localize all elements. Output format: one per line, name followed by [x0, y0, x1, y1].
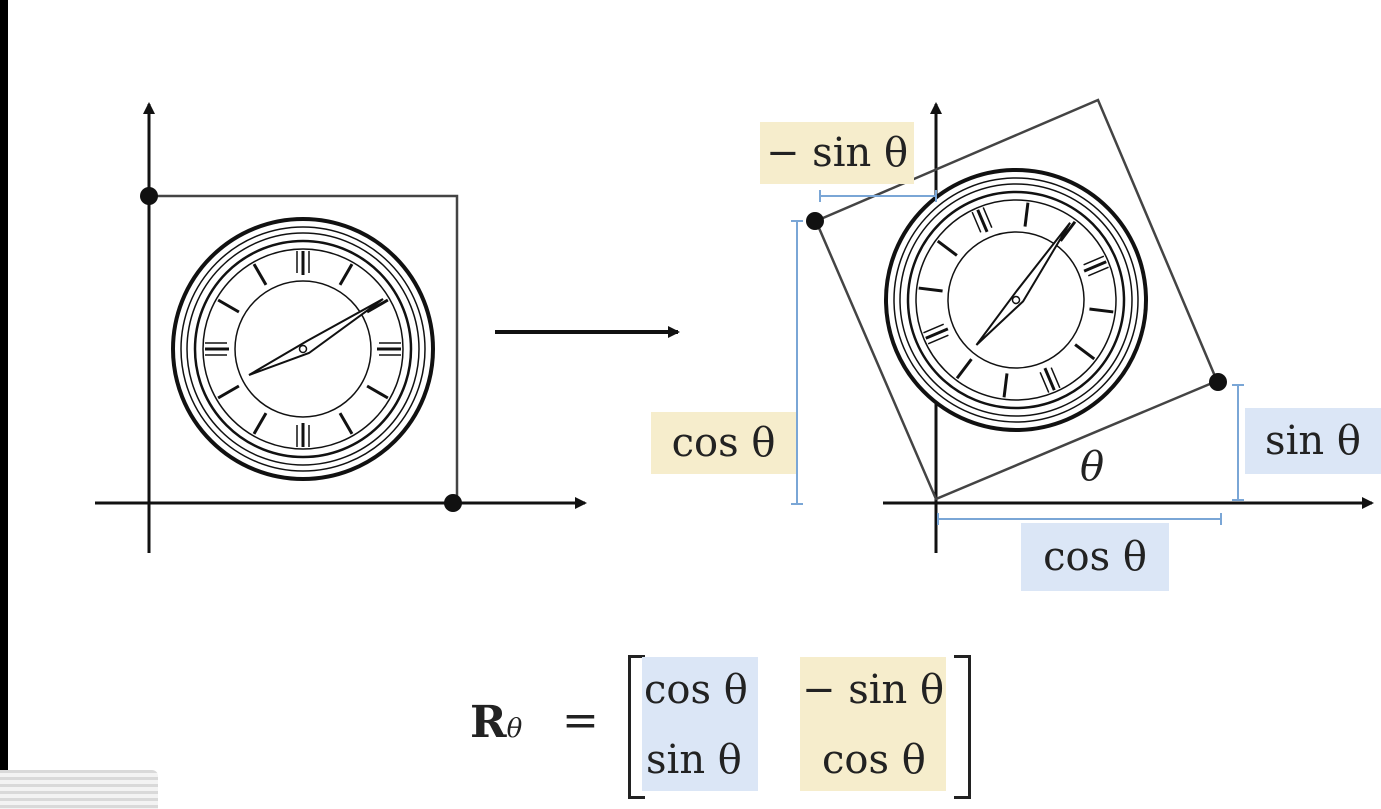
left-edge-bar — [0, 0, 8, 809]
matrix-cell-r1c1: cos θ — [644, 667, 748, 713]
rotated-square — [814, 98, 1219, 501]
label-neg-sin-theta: − sin θ — [760, 122, 914, 184]
matrix-col2-highlight — [800, 657, 946, 791]
left-clock — [171, 217, 435, 481]
left-square — [149, 194, 459, 503]
label-cos-theta-vertical: cos θ — [651, 412, 796, 474]
equals-sign: = — [562, 695, 599, 746]
right-figure — [791, 98, 1374, 553]
measure-lines — [791, 190, 1244, 525]
left-point-x — [444, 494, 462, 512]
matrix-cell-r2c2: cos θ — [822, 737, 926, 783]
label-sin-theta-vertical: sin θ — [1245, 408, 1381, 474]
left-point-y — [140, 187, 158, 205]
left-bracket — [628, 655, 645, 799]
right-point-bottom — [1209, 373, 1227, 391]
right-point-top — [806, 212, 824, 230]
bottom-left-ornament — [0, 770, 158, 809]
left-figure — [95, 102, 587, 553]
right-bracket — [954, 655, 971, 799]
matrix-symbol: Rθ — [470, 697, 523, 748]
matrix-col1-highlight — [642, 657, 758, 791]
label-cos-theta-horizontal: cos θ — [1021, 523, 1169, 591]
matrix-cell-r2c1: sin θ — [646, 737, 742, 783]
matrix-cell-r1c2: − sin θ — [802, 667, 945, 713]
angle-theta-label: θ — [1080, 444, 1105, 490]
